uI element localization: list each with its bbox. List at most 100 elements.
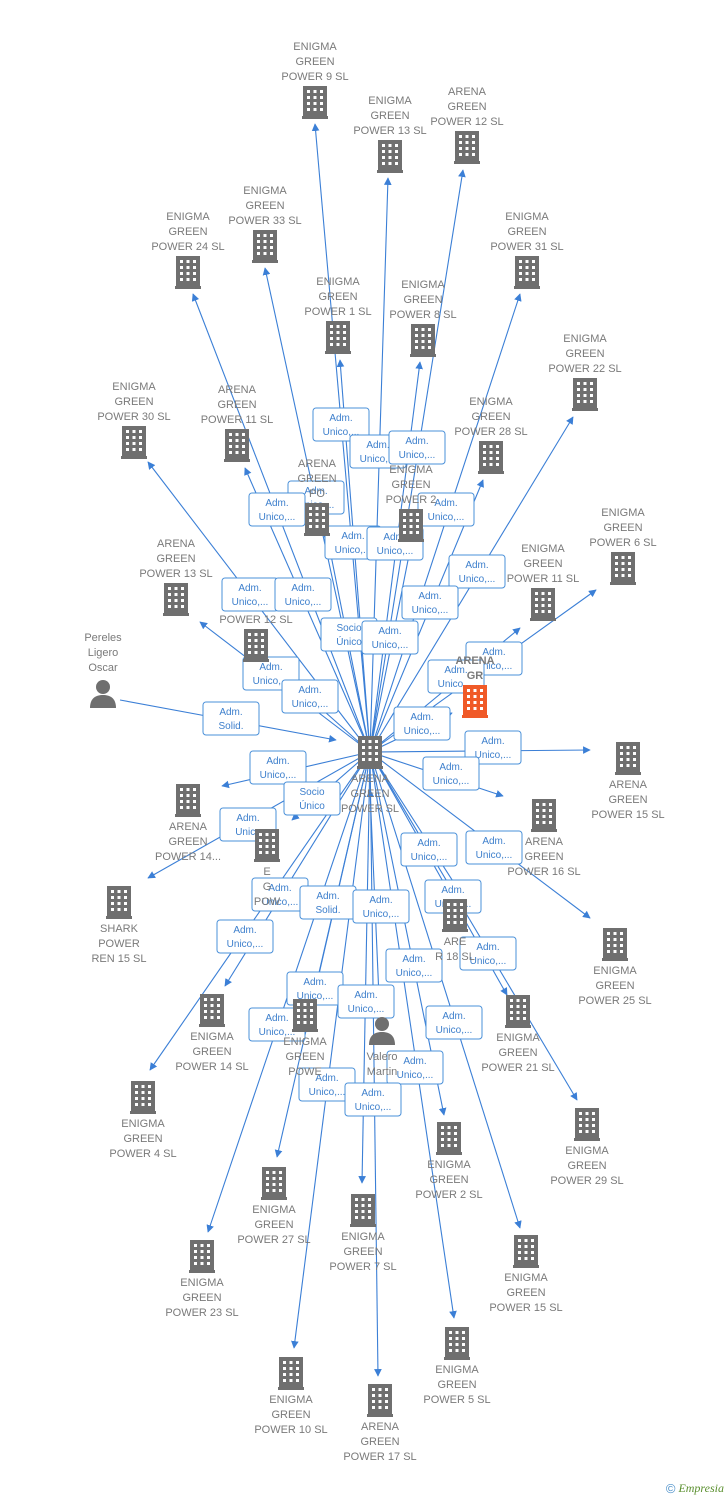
copyright-icon: © bbox=[665, 1481, 676, 1496]
relation-label[interactable]: Adm.Solid. bbox=[202, 701, 260, 736]
relation-label[interactable]: Adm.Unico,... bbox=[464, 730, 522, 765]
relation-label[interactable]: Adm.Unico,... bbox=[388, 430, 446, 465]
relation-label[interactable]: Adm.Unico,... bbox=[352, 889, 410, 924]
relation-label[interactable]: Adm.Unico,... bbox=[344, 1082, 402, 1117]
relation-text: Unico,... bbox=[476, 661, 513, 672]
relation-label[interactable]: Adm.Unico,... bbox=[400, 832, 458, 867]
relation-label[interactable]: Adm.Unico,... bbox=[465, 830, 523, 865]
relation-label[interactable]: Adm.Unico,... bbox=[249, 750, 307, 785]
relation-label[interactable]: Adm.Unico,... bbox=[312, 407, 370, 442]
relation-label[interactable]: Adm.Unico,... bbox=[459, 936, 517, 971]
relation-text: Adm. bbox=[361, 1088, 384, 1099]
relation-label[interactable]: Adm.Unico,... bbox=[216, 919, 274, 954]
relation-text: Solid. bbox=[218, 721, 243, 732]
relation-label[interactable]: Adm.Unico,... bbox=[448, 554, 506, 589]
relation-label[interactable]: Adm.Unico,... bbox=[337, 984, 395, 1019]
node-label: POWER 2 SL bbox=[415, 1189, 482, 1201]
relation-label[interactable]: Adm.Unico,... bbox=[274, 577, 332, 612]
node-label: ENIGMA bbox=[496, 1032, 540, 1044]
node-label: POWER 29 SL bbox=[550, 1175, 623, 1187]
node-label: ENIGMA bbox=[521, 543, 565, 555]
building-icon bbox=[514, 256, 540, 289]
node-label: ARENA bbox=[351, 773, 390, 785]
node-gp12[interactable]: POWER 12 SL bbox=[219, 614, 293, 662]
node-label: POWER 25 SL bbox=[578, 995, 651, 1007]
building-icon bbox=[261, 1167, 287, 1200]
relation-label[interactable]: Adm.Unico,... bbox=[422, 756, 480, 791]
node-label: E bbox=[263, 866, 270, 878]
node-label: POWER 33 SL bbox=[228, 215, 301, 227]
relation-text: Unico,... bbox=[399, 450, 436, 461]
relation-label[interactable]: Adm.Unico,... bbox=[427, 659, 485, 694]
relation-label[interactable]: Adm.Unico,... bbox=[221, 577, 279, 612]
relation-label[interactable]: Adm.Unico,... bbox=[386, 1050, 444, 1085]
node-label: POWER 14... bbox=[155, 851, 221, 863]
relation-label[interactable]: Adm.Solid. bbox=[299, 885, 357, 920]
relation-label[interactable]: Adm.Unico,... bbox=[286, 971, 344, 1006]
relation-box bbox=[464, 730, 522, 765]
relation-label[interactable]: Adm.Unico,... bbox=[281, 679, 339, 714]
node-label: POWE bbox=[288, 1066, 322, 1078]
relation-label[interactable]: Adm.Unico,... bbox=[393, 706, 451, 741]
node-egy[interactable]: EG POW bbox=[254, 829, 281, 908]
relation-label[interactable]: Adm.Unico,... bbox=[425, 1005, 483, 1040]
relation-text: Unico,... bbox=[428, 512, 465, 523]
node-label: POWER 22 SL bbox=[548, 363, 621, 375]
building-icon bbox=[367, 1384, 393, 1417]
building-icon bbox=[462, 685, 488, 718]
building-icon bbox=[163, 583, 189, 616]
relation-label[interactable]: Adm.Unico,... bbox=[401, 585, 459, 620]
building-icon bbox=[574, 1108, 600, 1141]
relation-label[interactable]: Adm.Unico,... bbox=[361, 620, 419, 655]
relation-text: Adm. bbox=[410, 712, 433, 723]
relation-label[interactable]: Adm.Unico,... bbox=[385, 948, 443, 983]
building-icon bbox=[531, 799, 557, 832]
node-label: G bbox=[263, 881, 272, 893]
node-label: POW bbox=[254, 896, 281, 908]
relation-text: Unico,... bbox=[232, 597, 269, 608]
relation-label[interactable]: Adm.Unico,... bbox=[248, 492, 306, 527]
edge-agp17 bbox=[369, 751, 382, 1377]
